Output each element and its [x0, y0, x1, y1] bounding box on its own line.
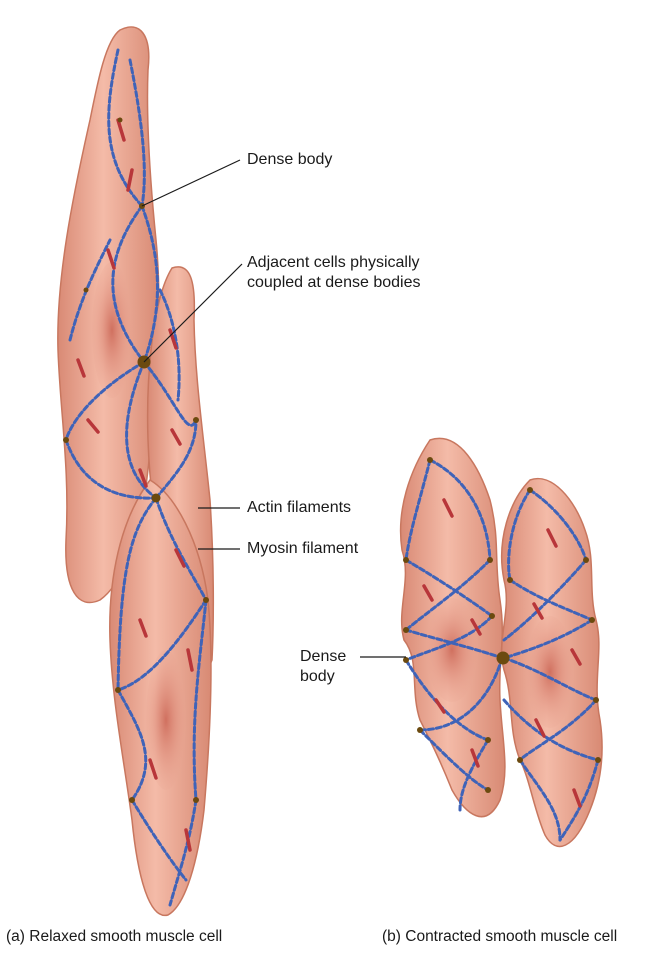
label-adjacent-cells-line2: coupled at dense bodies [247, 273, 420, 293]
label-myosin-filament: Myosin filament [247, 539, 358, 559]
caption-contracted: (b) Contracted smooth muscle cell [382, 928, 617, 946]
contracted-cells [401, 438, 602, 846]
leader-dense-body-top [142, 160, 240, 206]
label-adjacent-cells-line1: Adjacent cells physically [247, 253, 420, 273]
label-actin-filaments: Actin filaments [247, 498, 351, 518]
label-dense-body-top: Dense body [247, 150, 332, 170]
relaxed-cells [58, 27, 213, 915]
label-dense-body-right-line1: Dense [300, 647, 346, 667]
label-dense-body-right-line2: body [300, 667, 335, 687]
caption-relaxed: (a) Relaxed smooth muscle cell [6, 928, 222, 946]
